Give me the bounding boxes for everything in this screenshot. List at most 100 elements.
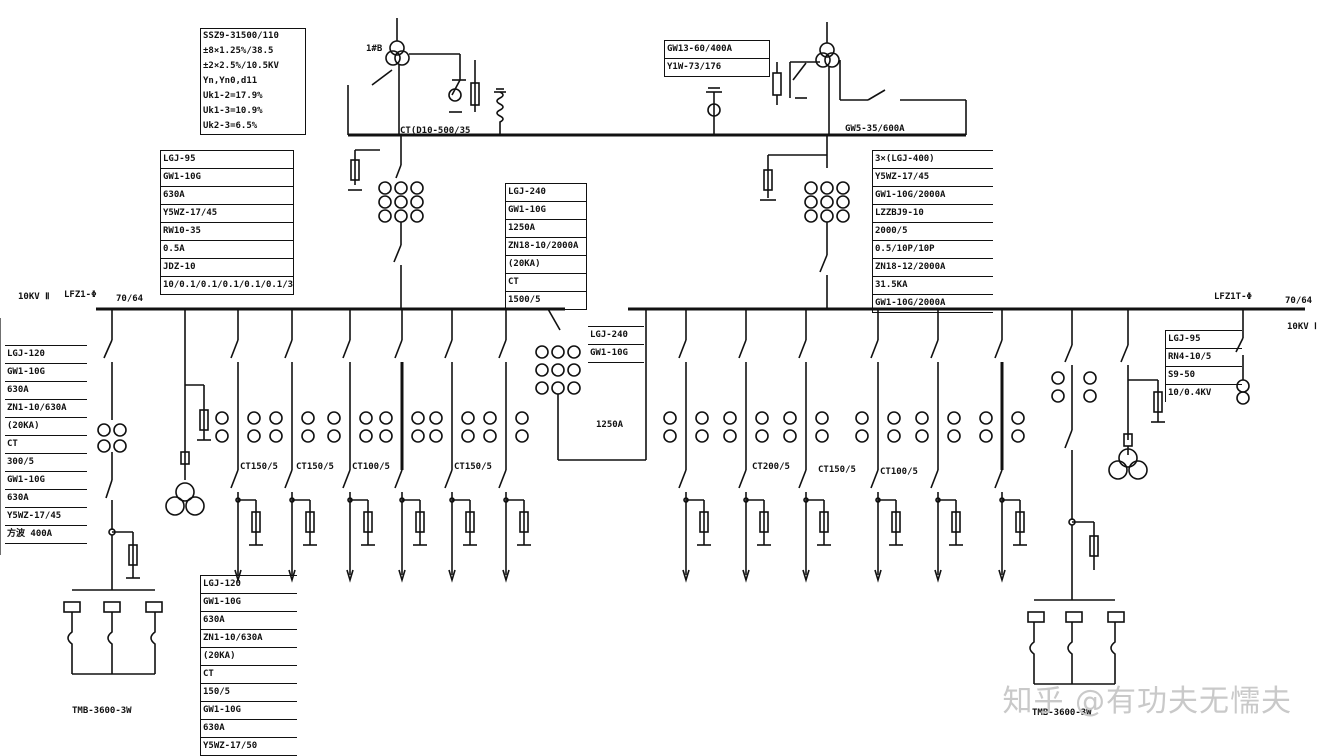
left-feeder-row: Y5WZ-17/45 bbox=[5, 508, 87, 526]
ratio-right-label: 70/64 bbox=[1285, 296, 1313, 306]
bus-tie-ct bbox=[535, 345, 581, 395]
left-feeder-row: LGJ-120 bbox=[5, 346, 87, 364]
bus-tie-right-row: LGJ-240 bbox=[588, 327, 644, 345]
feeder-bay bbox=[979, 309, 1027, 583]
right-incomer-row: GW1-10G/2000A bbox=[873, 187, 993, 205]
left-feeder-row: 630A bbox=[5, 490, 87, 508]
bottom-feeder-row: GW1-10G bbox=[201, 702, 297, 720]
bottom-feeder-row: CT bbox=[201, 666, 297, 684]
bus-tie-row: LGJ-240 bbox=[506, 184, 586, 202]
bottom-feeder-row: (20KA) bbox=[201, 648, 297, 666]
right-incomer-row: 2000/5 bbox=[873, 223, 993, 241]
feeder-bay bbox=[855, 309, 903, 583]
left-feeder-row: ZN1-10/630A bbox=[5, 400, 87, 418]
left-feeder-row: CT bbox=[5, 436, 87, 454]
bus-tie-table: LGJ-240 GW1-10G 1250A ZN18-10/2000A (20K… bbox=[505, 183, 587, 310]
right-incomer-row: 31.5KA bbox=[873, 277, 993, 295]
ct-mid-right-2: CT150/5 bbox=[818, 465, 856, 475]
bottom-feeder-row: 630A bbox=[201, 612, 297, 630]
transformer-1-id: 1#B bbox=[366, 44, 383, 54]
bottom-feeder-row: LGJ-120 bbox=[201, 576, 297, 594]
right-aux-table: LGJ-95 RN4-10/5 S9-50 10/0.4KV bbox=[1165, 330, 1242, 402]
bus-tie-row: ZN18-10/2000A bbox=[506, 238, 586, 256]
left-feeder-row: 300/5 bbox=[5, 454, 87, 472]
gw5-label: GW5-35/600A bbox=[845, 124, 905, 134]
t1-spec-line-7: Uk2-3=6.5% bbox=[203, 121, 258, 131]
feeder-bay bbox=[429, 309, 477, 583]
right-incomer-row: GW1-10G/2000A bbox=[873, 295, 993, 313]
transformer-2-symbol bbox=[815, 42, 840, 68]
feeder-bay bbox=[379, 309, 427, 583]
feeders-left bbox=[215, 309, 531, 583]
ct-mid-right-3: CT100/5 bbox=[880, 467, 918, 477]
bottom-feeder-row: Y5WZ-17/50 bbox=[201, 738, 297, 756]
ct-mid-left-3: CT100/5 bbox=[352, 462, 390, 472]
left-feeder-row: GW1-10G bbox=[5, 472, 87, 490]
transformer-2-spec-table: GW13-60/400A Y1W-73/176 bbox=[664, 40, 770, 77]
lfz-right-label: LFZ1T-Φ bbox=[1214, 292, 1252, 302]
t1-spec-line-3: ±2×2.5%/10.5KV bbox=[203, 61, 279, 71]
left-feeder-row: GW1-10G bbox=[5, 364, 87, 382]
left-incomer-row: LGJ-95 bbox=[161, 151, 293, 169]
bus-right-label: 10KV Ⅰ bbox=[1287, 322, 1317, 332]
right-incomer-table: 3×(LGJ-400) Y5WZ-17/45 GW1-10G/2000A LZZ… bbox=[872, 150, 993, 313]
bus-tie-right-table: LGJ-240 GW1-10G bbox=[588, 326, 644, 363]
feeder-bay bbox=[915, 309, 963, 583]
t1-spec-line-2: ±8×1.25%/38.5 bbox=[203, 46, 274, 56]
left-incomer-row: 10/0.1/0.1/0.1/0.1/0.1/3 bbox=[161, 277, 293, 295]
bus-tie-row: CT bbox=[506, 274, 586, 292]
t2-spec-line-1: GW13-60/400A bbox=[665, 41, 769, 59]
tmb-left-label: TMB-3600-3W bbox=[72, 706, 132, 716]
left-incomer-row: 630A bbox=[161, 187, 293, 205]
t1-spec-line-4: Yn,Yn0,d11 bbox=[203, 76, 258, 86]
left-feeder-row: (20KA) bbox=[5, 418, 87, 436]
bus-tie-current: 1250A bbox=[596, 420, 624, 430]
right-incomer-row: 0.5/10P/10P bbox=[873, 241, 993, 259]
left-incomer-table: LGJ-95 GW1-10G 630A Y5WZ-17/45 RW10-35 0… bbox=[160, 150, 294, 295]
feeder-bay bbox=[483, 309, 531, 583]
feeder-bay bbox=[269, 309, 317, 583]
left-feeder-row: 630A bbox=[5, 382, 87, 400]
bus-left-label: 10KV Ⅱ bbox=[18, 292, 50, 302]
feeder-bay bbox=[327, 309, 375, 583]
right-incomer-row: LZZBJ9-10 bbox=[873, 205, 993, 223]
left-incomer-row: RW10-35 bbox=[161, 223, 293, 241]
right-incomer-row: ZN18-12/2000A bbox=[873, 259, 993, 277]
t1-spec-line-1: SSZ9-31500/110 bbox=[203, 31, 279, 41]
generator-set-left bbox=[63, 601, 163, 675]
bottom-feeder-row: ZN1-10/630A bbox=[201, 630, 297, 648]
t2-spec-line-2: Y1W-73/176 bbox=[665, 59, 769, 77]
bottom-feeder-row: 150/5 bbox=[201, 684, 297, 702]
ct-mid-left-1: CT150/5 bbox=[240, 462, 278, 472]
feeder-bay bbox=[215, 309, 263, 583]
bus-tie-row: GW1-10G bbox=[506, 202, 586, 220]
bus-tie-row: (20KA) bbox=[506, 256, 586, 274]
left-incomer-row: 0.5A bbox=[161, 241, 293, 259]
bus-tie-right-row: GW1-10G bbox=[588, 345, 644, 363]
transformer-1-spec-table: SSZ9-31500/110 ±8×1.25%/38.5 ±2×2.5%/10.… bbox=[200, 28, 306, 135]
bottom-feeder-table: LGJ-120 GW1-10G 630A ZN1-10/630A (20KA) … bbox=[200, 575, 297, 756]
left-feeder-table: LGJ-120 GW1-10G 630A ZN1-10/630A (20KA) … bbox=[5, 345, 87, 544]
bus-tie-row: 1500/5 bbox=[506, 292, 586, 310]
bottom-feeder-row: GW1-10G bbox=[201, 594, 297, 612]
generator-set-right bbox=[1027, 611, 1125, 685]
feeder-bay bbox=[723, 309, 771, 583]
left-incomer-row: GW1-10G bbox=[161, 169, 293, 187]
ct-mid-left-4: CT150/5 bbox=[454, 462, 492, 472]
right-aux-row: RN4-10/5 bbox=[1166, 349, 1242, 367]
right-aux-row: 10/0.4KV bbox=[1168, 388, 1212, 398]
right-aux-row: LGJ-95 bbox=[1166, 331, 1242, 349]
left-feeder-row: 方波 400A bbox=[5, 526, 87, 544]
left-incomer-row: Y5WZ-17/45 bbox=[161, 205, 293, 223]
bottom-feeder-row: 630A bbox=[201, 720, 297, 738]
feeders-right bbox=[663, 309, 1027, 583]
ct-top-label: CT(D10-500/35 bbox=[400, 126, 471, 136]
watermark: 知乎 @有功夫无懦夫 bbox=[1002, 684, 1292, 719]
lfz-left-label: LFZ1-Φ bbox=[64, 290, 97, 300]
ct-group-right bbox=[804, 181, 850, 223]
feeder-bay bbox=[663, 309, 711, 583]
transformer-1-symbol bbox=[385, 40, 410, 66]
t1-spec-line-5: Uk1-2=17.9% bbox=[203, 91, 263, 101]
ct-group-left bbox=[378, 181, 424, 223]
